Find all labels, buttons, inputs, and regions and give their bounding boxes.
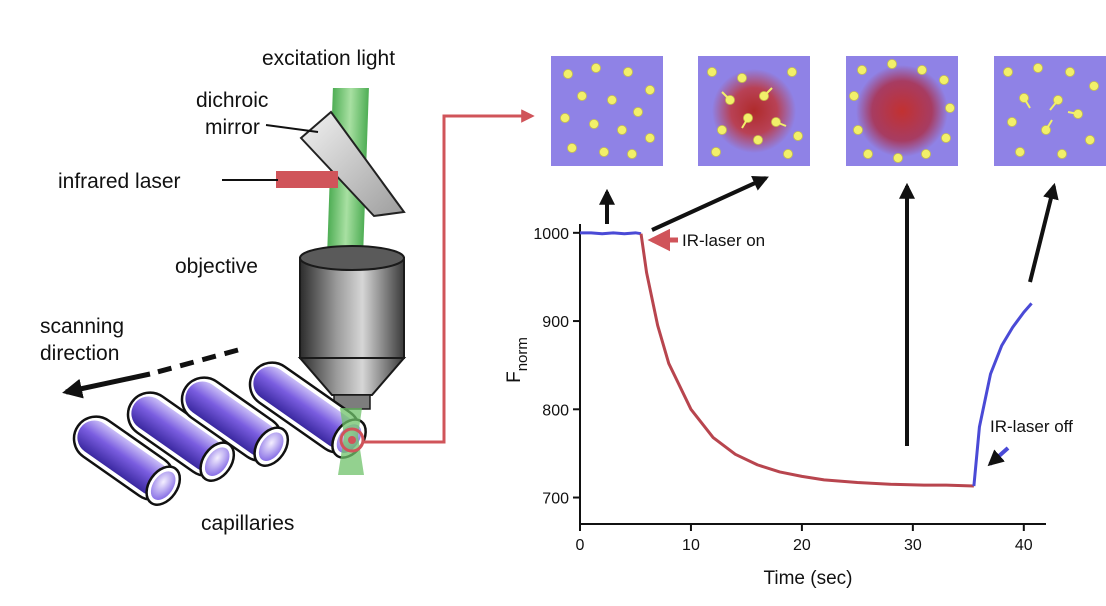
axis-ticks: 0 10 20 30 40 700 800 900 1000 — [533, 226, 1032, 554]
scanning-label: scanning — [40, 315, 124, 338]
infrared-laser-label: infrared laser — [58, 170, 181, 193]
scanning-arrow-dashed — [149, 347, 239, 377]
motion-arrows — [1023, 97, 1079, 131]
motion-arrows — [721, 87, 787, 129]
series-line-before-laser — [580, 231, 642, 236]
setup-illustration: excitation light dichroic mirror infrare… — [40, 47, 535, 535]
mirror-label: mirror — [205, 116, 260, 139]
dichroic-mirror — [299, 110, 406, 218]
direction-label: direction — [40, 342, 119, 365]
panel-uniform — [551, 56, 663, 166]
x-tick-label: 40 — [1015, 537, 1033, 554]
scanning-arrow — [62, 371, 151, 399]
excitation-light-label: excitation light — [262, 47, 395, 70]
molecule-dots — [560, 63, 655, 159]
molecule-dots — [707, 67, 803, 159]
y-axis-label: Fnorm — [504, 337, 531, 383]
focus-spot-center — [348, 436, 356, 444]
state-arrow — [651, 176, 769, 232]
molecule-dots — [849, 59, 955, 163]
svg-text:Fnorm: Fnorm — [504, 337, 531, 383]
x-axis-label: Time (sec) — [763, 568, 852, 589]
x-tick-label: 20 — [793, 537, 811, 554]
x-tick-label: 0 — [576, 537, 585, 554]
state-arrows — [599, 176, 1059, 446]
y-axis-label-sub: norm — [514, 337, 531, 371]
molecule-panels — [551, 56, 1106, 166]
infrared-laser-beam — [276, 171, 338, 188]
series-line-laser-off — [972, 302, 1033, 487]
dichroic-label: dichroic — [196, 89, 268, 112]
objective-lens — [297, 245, 407, 410]
dichroic-leader — [265, 124, 319, 133]
panel-steady-state — [846, 56, 958, 166]
panel-back-diffusion — [994, 56, 1106, 166]
state-arrow — [1028, 182, 1059, 283]
laser-on-label: IR-laser on — [682, 231, 765, 250]
capillary — [180, 376, 290, 467]
y-axis-label-main: F — [504, 371, 525, 383]
objective-label: objective — [175, 255, 258, 278]
y-tick-label: 700 — [542, 491, 569, 508]
molecule-dots — [1003, 63, 1099, 159]
x-tick-label: 10 — [682, 537, 700, 554]
capillary — [126, 391, 236, 482]
y-tick-label: 800 — [542, 402, 569, 419]
laser-off-label: IR-laser off — [990, 417, 1073, 436]
series-layer — [580, 231, 1033, 488]
laser-off-arrow — [987, 446, 1010, 467]
x-tick-label: 30 — [904, 537, 922, 554]
panel-heating — [698, 56, 810, 166]
detection-connector — [364, 109, 535, 444]
capillary — [72, 415, 182, 506]
y-tick-label: 900 — [542, 314, 569, 331]
series-line-laser-on — [639, 233, 974, 488]
focus-spot — [339, 427, 365, 453]
y-tick-label: 1000 — [533, 226, 569, 243]
capillaries-label: capillaries — [201, 512, 294, 535]
